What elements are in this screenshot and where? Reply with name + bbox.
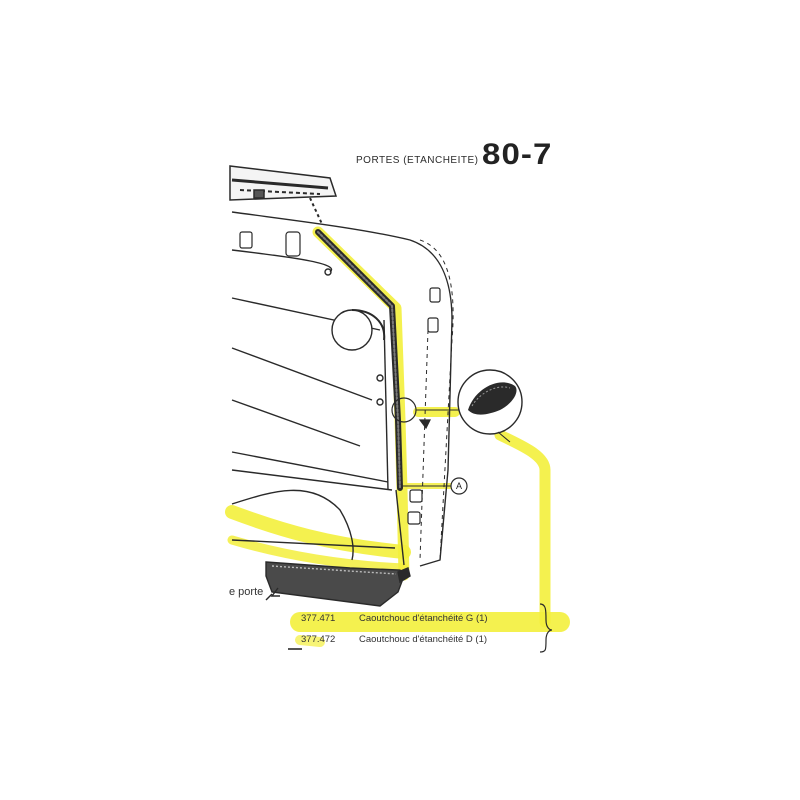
roof-rail — [229, 165, 338, 225]
door-seal-strip — [315, 229, 403, 491]
highlight-sill — [227, 535, 409, 573]
highlight-seal-path — [312, 226, 410, 581]
body-pillar — [419, 239, 454, 561]
part-row-left: 377.471 Caoutchouc d'étanchéité G (1) — [301, 613, 488, 624]
hinges — [239, 231, 441, 525]
callout-a-circle — [450, 477, 468, 495]
door-outline — [231, 211, 453, 567]
page-code: 80-7 — [482, 138, 553, 171]
highlight-bottom-band — [225, 505, 411, 559]
page-title: PORTES (ETANCHEITE) — [356, 155, 479, 166]
highlight-leader-line — [494, 429, 551, 628]
partial-label: e porte — [229, 586, 264, 598]
highlight-label-tail — [295, 635, 325, 647]
callout-a-label: A — [455, 481, 462, 491]
detail-magnifier-icon — [457, 369, 523, 435]
detail-leader — [497, 431, 511, 443]
part-row-right: 377.472 Caoutchouc d'étanchéité D (1) — [301, 634, 487, 645]
part-description: Caoutchouc d'étanchéité D (1) — [359, 634, 488, 645]
scan-speck — [288, 648, 302, 650]
sill-seal-piece — [265, 561, 411, 607]
seal-strip-icon — [468, 382, 517, 415]
part-number: 377.472 — [301, 634, 336, 645]
part-number: 377.471 — [301, 613, 336, 624]
part-description: Caoutchouc d'étanchéité G (1) — [359, 613, 488, 624]
parts-bracket — [539, 603, 553, 653]
